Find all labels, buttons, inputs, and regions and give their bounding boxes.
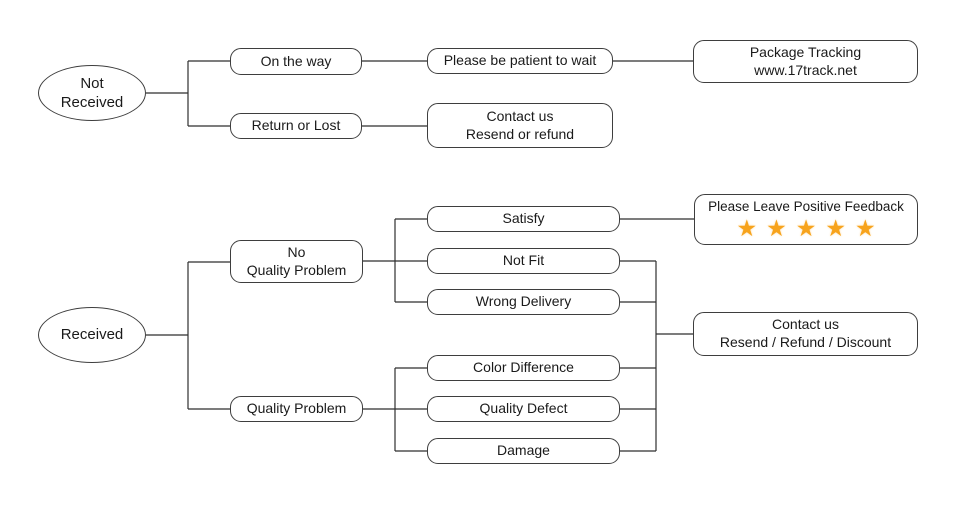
node-label: Color Difference (473, 359, 574, 376)
node-quality-defect: Quality Defect (427, 396, 620, 422)
node-not-received: Not Received (38, 65, 146, 121)
node-label: Not (80, 74, 104, 92)
node-label: Damage (497, 442, 550, 459)
node-label: Resend / Refund / Discount (719, 334, 892, 350)
node-label: Resend or refund (465, 125, 575, 142)
node-please-be-patient: Please be patient to wait (427, 48, 613, 74)
star-icon: ★ (795, 214, 817, 241)
star-rating: ★ ★ ★ ★ ★ (736, 214, 876, 241)
node-label: On the way (260, 52, 332, 69)
node-not-fit: Not Fit (427, 248, 620, 274)
node-positive-feedback: Please Leave Positive Feedback ★ ★ ★ ★ ★ (694, 194, 918, 245)
star-icon: ★ (736, 214, 758, 241)
star-icon: ★ (766, 214, 787, 241)
node-label: Wrong Delivery (475, 293, 572, 310)
node-package-tracking: Package Tracking www.17track.net (693, 40, 918, 83)
node-color-difference: Color Difference (427, 355, 620, 381)
node-satisfy: Satisfy (427, 206, 620, 232)
node-label: Received (60, 94, 124, 111)
node-quality-problem: Quality Problem (230, 396, 363, 422)
tracking-url-text: www.17track.net (754, 61, 857, 78)
star-icon: ★ (825, 214, 846, 241)
node-label: Contact us (772, 316, 839, 333)
node-label: Return or Lost (251, 117, 341, 134)
node-label: Quality Problem (246, 400, 347, 417)
node-label: Not Fit (502, 252, 545, 269)
node-contact-resend-refund: Contact us Resend or refund (427, 103, 613, 148)
node-label: Quality Defect (479, 400, 568, 417)
node-label: No (287, 243, 306, 260)
node-label: Received (60, 326, 124, 344)
node-label: Satisfy (502, 210, 545, 227)
node-no-quality-problem: No Quality Problem (230, 240, 363, 283)
node-label: Quality Problem (246, 261, 347, 278)
node-label: Please be patient to wait (443, 52, 597, 69)
node-contact-resend-refund-discount: Contact us Resend / Refund / Discount (693, 312, 918, 356)
node-damage: Damage (427, 438, 620, 464)
node-return-or-lost: Return or Lost (230, 113, 362, 139)
node-label: Package Tracking (749, 43, 862, 60)
star-icon: ★ (854, 214, 876, 241)
node-on-the-way: On the way (230, 48, 362, 75)
node-label: Please Leave Positive Feedback (708, 198, 904, 214)
node-received: Received (38, 307, 146, 363)
node-label: Contact us (486, 107, 554, 124)
node-wrong-delivery: Wrong Delivery (427, 289, 620, 315)
